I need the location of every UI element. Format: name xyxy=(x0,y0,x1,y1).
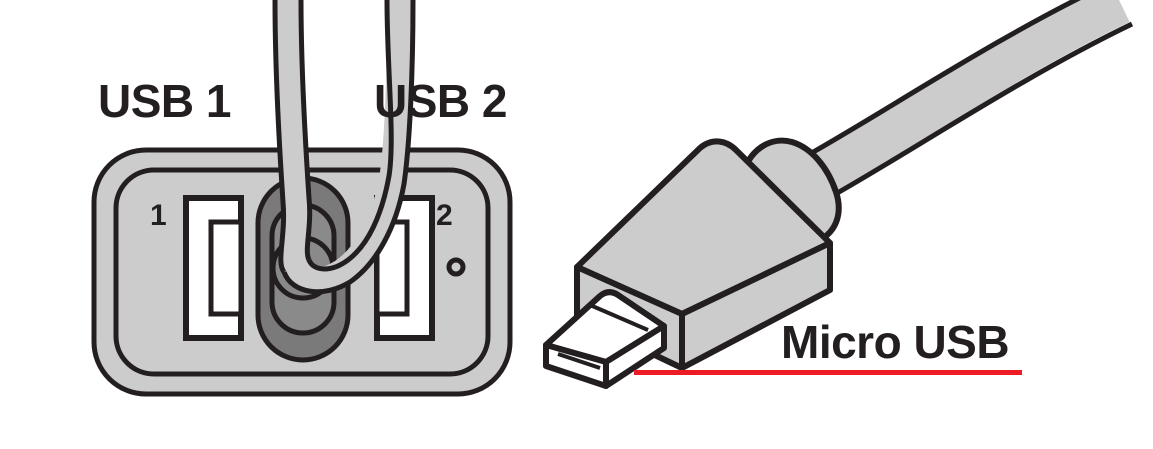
panel-cable-fill-loop xyxy=(283,0,413,294)
panel-cable-outline-right xyxy=(298,0,313,262)
connector-cable xyxy=(806,0,1134,199)
led-indicator xyxy=(446,257,466,277)
panel-cable-fill-upper xyxy=(275,0,310,279)
usb-port-slot-1-tongue xyxy=(208,219,244,317)
micro-usb-plug-tip-top xyxy=(543,289,667,365)
connector-cable-outline-top xyxy=(806,0,1082,158)
usb2-heading: USB 2 xyxy=(374,75,507,127)
micro-usb-caption: Micro USB xyxy=(781,316,1009,368)
micro-usb-plug-tip-side xyxy=(603,323,667,389)
caption-underline xyxy=(634,370,1022,375)
panel-cable xyxy=(272,0,416,295)
micro-usb-connector xyxy=(543,0,1134,389)
panel-cable-loop-outline-inner xyxy=(306,0,394,272)
micro-usb-plug-tip-contact-line xyxy=(557,352,601,370)
port-2-number: 2 xyxy=(436,199,453,232)
port-1-number: 1 xyxy=(150,199,167,232)
usb1-heading: USB 1 xyxy=(98,75,231,127)
micro-usb-connector-side-face xyxy=(679,240,833,371)
connector-cable-outline-bottom xyxy=(830,21,1134,199)
panel-cable-loop-outline-outer xyxy=(281,0,416,295)
panel-cable-outline-left xyxy=(272,0,287,274)
connector-cable-fill xyxy=(809,0,1130,195)
usb-port-slot-1[interactable] xyxy=(183,195,244,341)
micro-usb-plug-tip-edge-line xyxy=(589,303,649,332)
